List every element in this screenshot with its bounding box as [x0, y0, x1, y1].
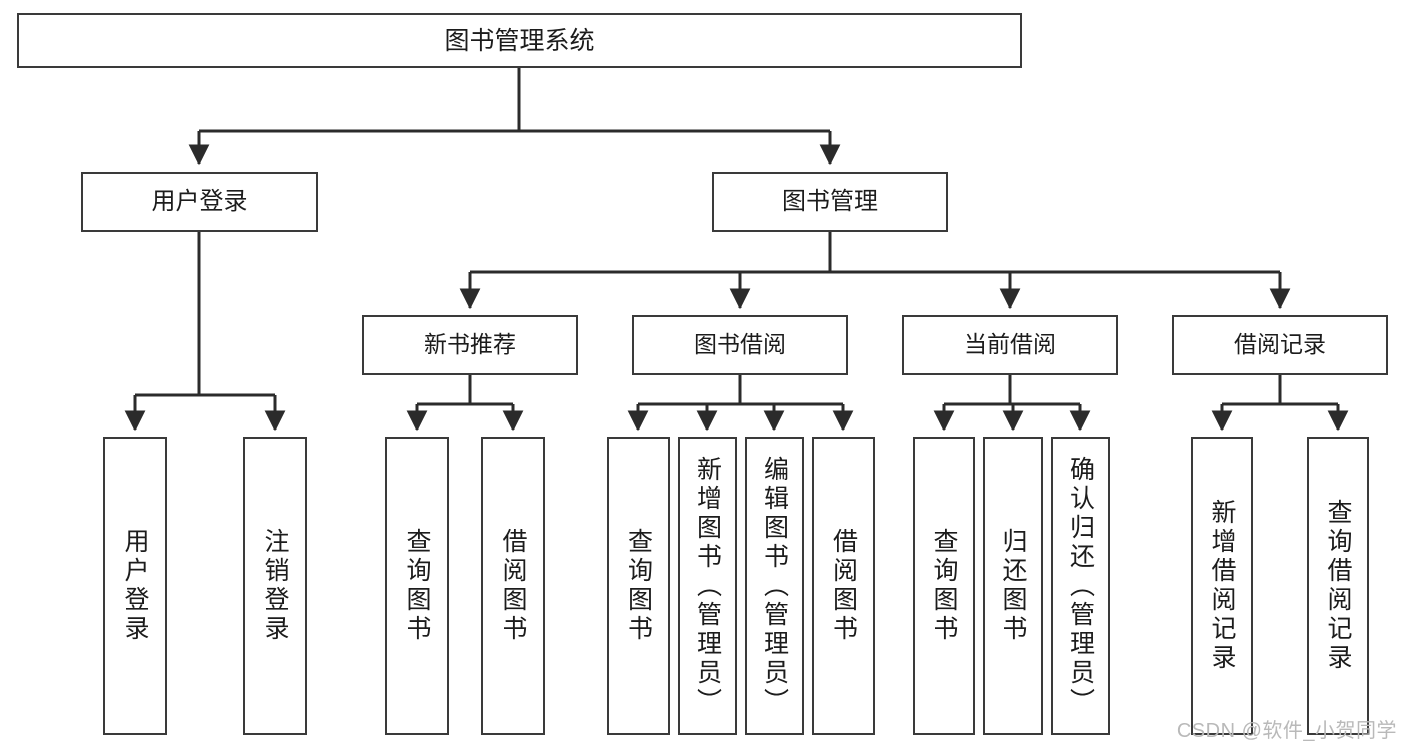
node-label: 借阅记录: [1234, 331, 1326, 358]
node-label: 图书管理: [782, 187, 878, 215]
node-current-borrow[interactable]: 当前借阅: [902, 315, 1118, 375]
leaf-query-book-recommend[interactable]: 查询图书: [385, 437, 449, 735]
leaf-confirm-return-admin[interactable]: 确认归还（管理员）: [1051, 437, 1110, 735]
node-label: 当前借阅: [964, 331, 1056, 358]
node-label: 查询图书: [624, 528, 653, 644]
node-label: 确认归还（管理员）: [1066, 455, 1095, 717]
node-label: 用户登录: [121, 528, 149, 644]
node-label: 借阅图书: [499, 528, 527, 644]
leaf-add-book-admin[interactable]: 新增图书（管理员）: [678, 437, 737, 735]
node-label: 查询借阅记录: [1324, 499, 1352, 673]
leaf-query-borrow-record[interactable]: 查询借阅记录: [1307, 437, 1369, 735]
leaf-borrow-book-recommend[interactable]: 借阅图书: [481, 437, 545, 735]
leaf-user-login[interactable]: 用户登录: [103, 437, 167, 735]
node-borrow-records[interactable]: 借阅记录: [1172, 315, 1388, 375]
node-book-borrow[interactable]: 图书借阅: [632, 315, 848, 375]
node-label: 新增图书（管理员）: [693, 455, 722, 717]
node-label: 借阅图书: [829, 528, 858, 644]
node-label: 注销登录: [261, 528, 289, 644]
node-label: 归还图书: [999, 528, 1027, 644]
leaf-logout[interactable]: 注销登录: [243, 437, 307, 735]
node-label: 用户登录: [151, 187, 248, 215]
node-root-system[interactable]: 图书管理系统: [17, 13, 1022, 68]
leaf-return-book[interactable]: 归还图书: [983, 437, 1043, 735]
leaf-query-book-borrow[interactable]: 查询图书: [607, 437, 670, 735]
leaf-add-borrow-record[interactable]: 新增借阅记录: [1191, 437, 1253, 735]
node-label: 新增借阅记录: [1208, 499, 1236, 673]
node-book-management[interactable]: 图书管理: [712, 172, 948, 232]
node-label: 编辑图书（管理员）: [760, 455, 789, 717]
node-user-login[interactable]: 用户登录: [81, 172, 318, 232]
leaf-borrow-book[interactable]: 借阅图书: [812, 437, 875, 735]
node-new-book-recommend[interactable]: 新书推荐: [362, 315, 578, 375]
leaf-edit-book-admin[interactable]: 编辑图书（管理员）: [745, 437, 804, 735]
node-label: 查询图书: [403, 528, 431, 644]
node-label: 新书推荐: [424, 331, 516, 358]
node-label: 图书借阅: [694, 331, 786, 358]
leaf-query-book-current[interactable]: 查询图书: [913, 437, 975, 735]
node-label: 查询图书: [930, 528, 958, 644]
node-label: 图书管理系统: [444, 26, 595, 55]
